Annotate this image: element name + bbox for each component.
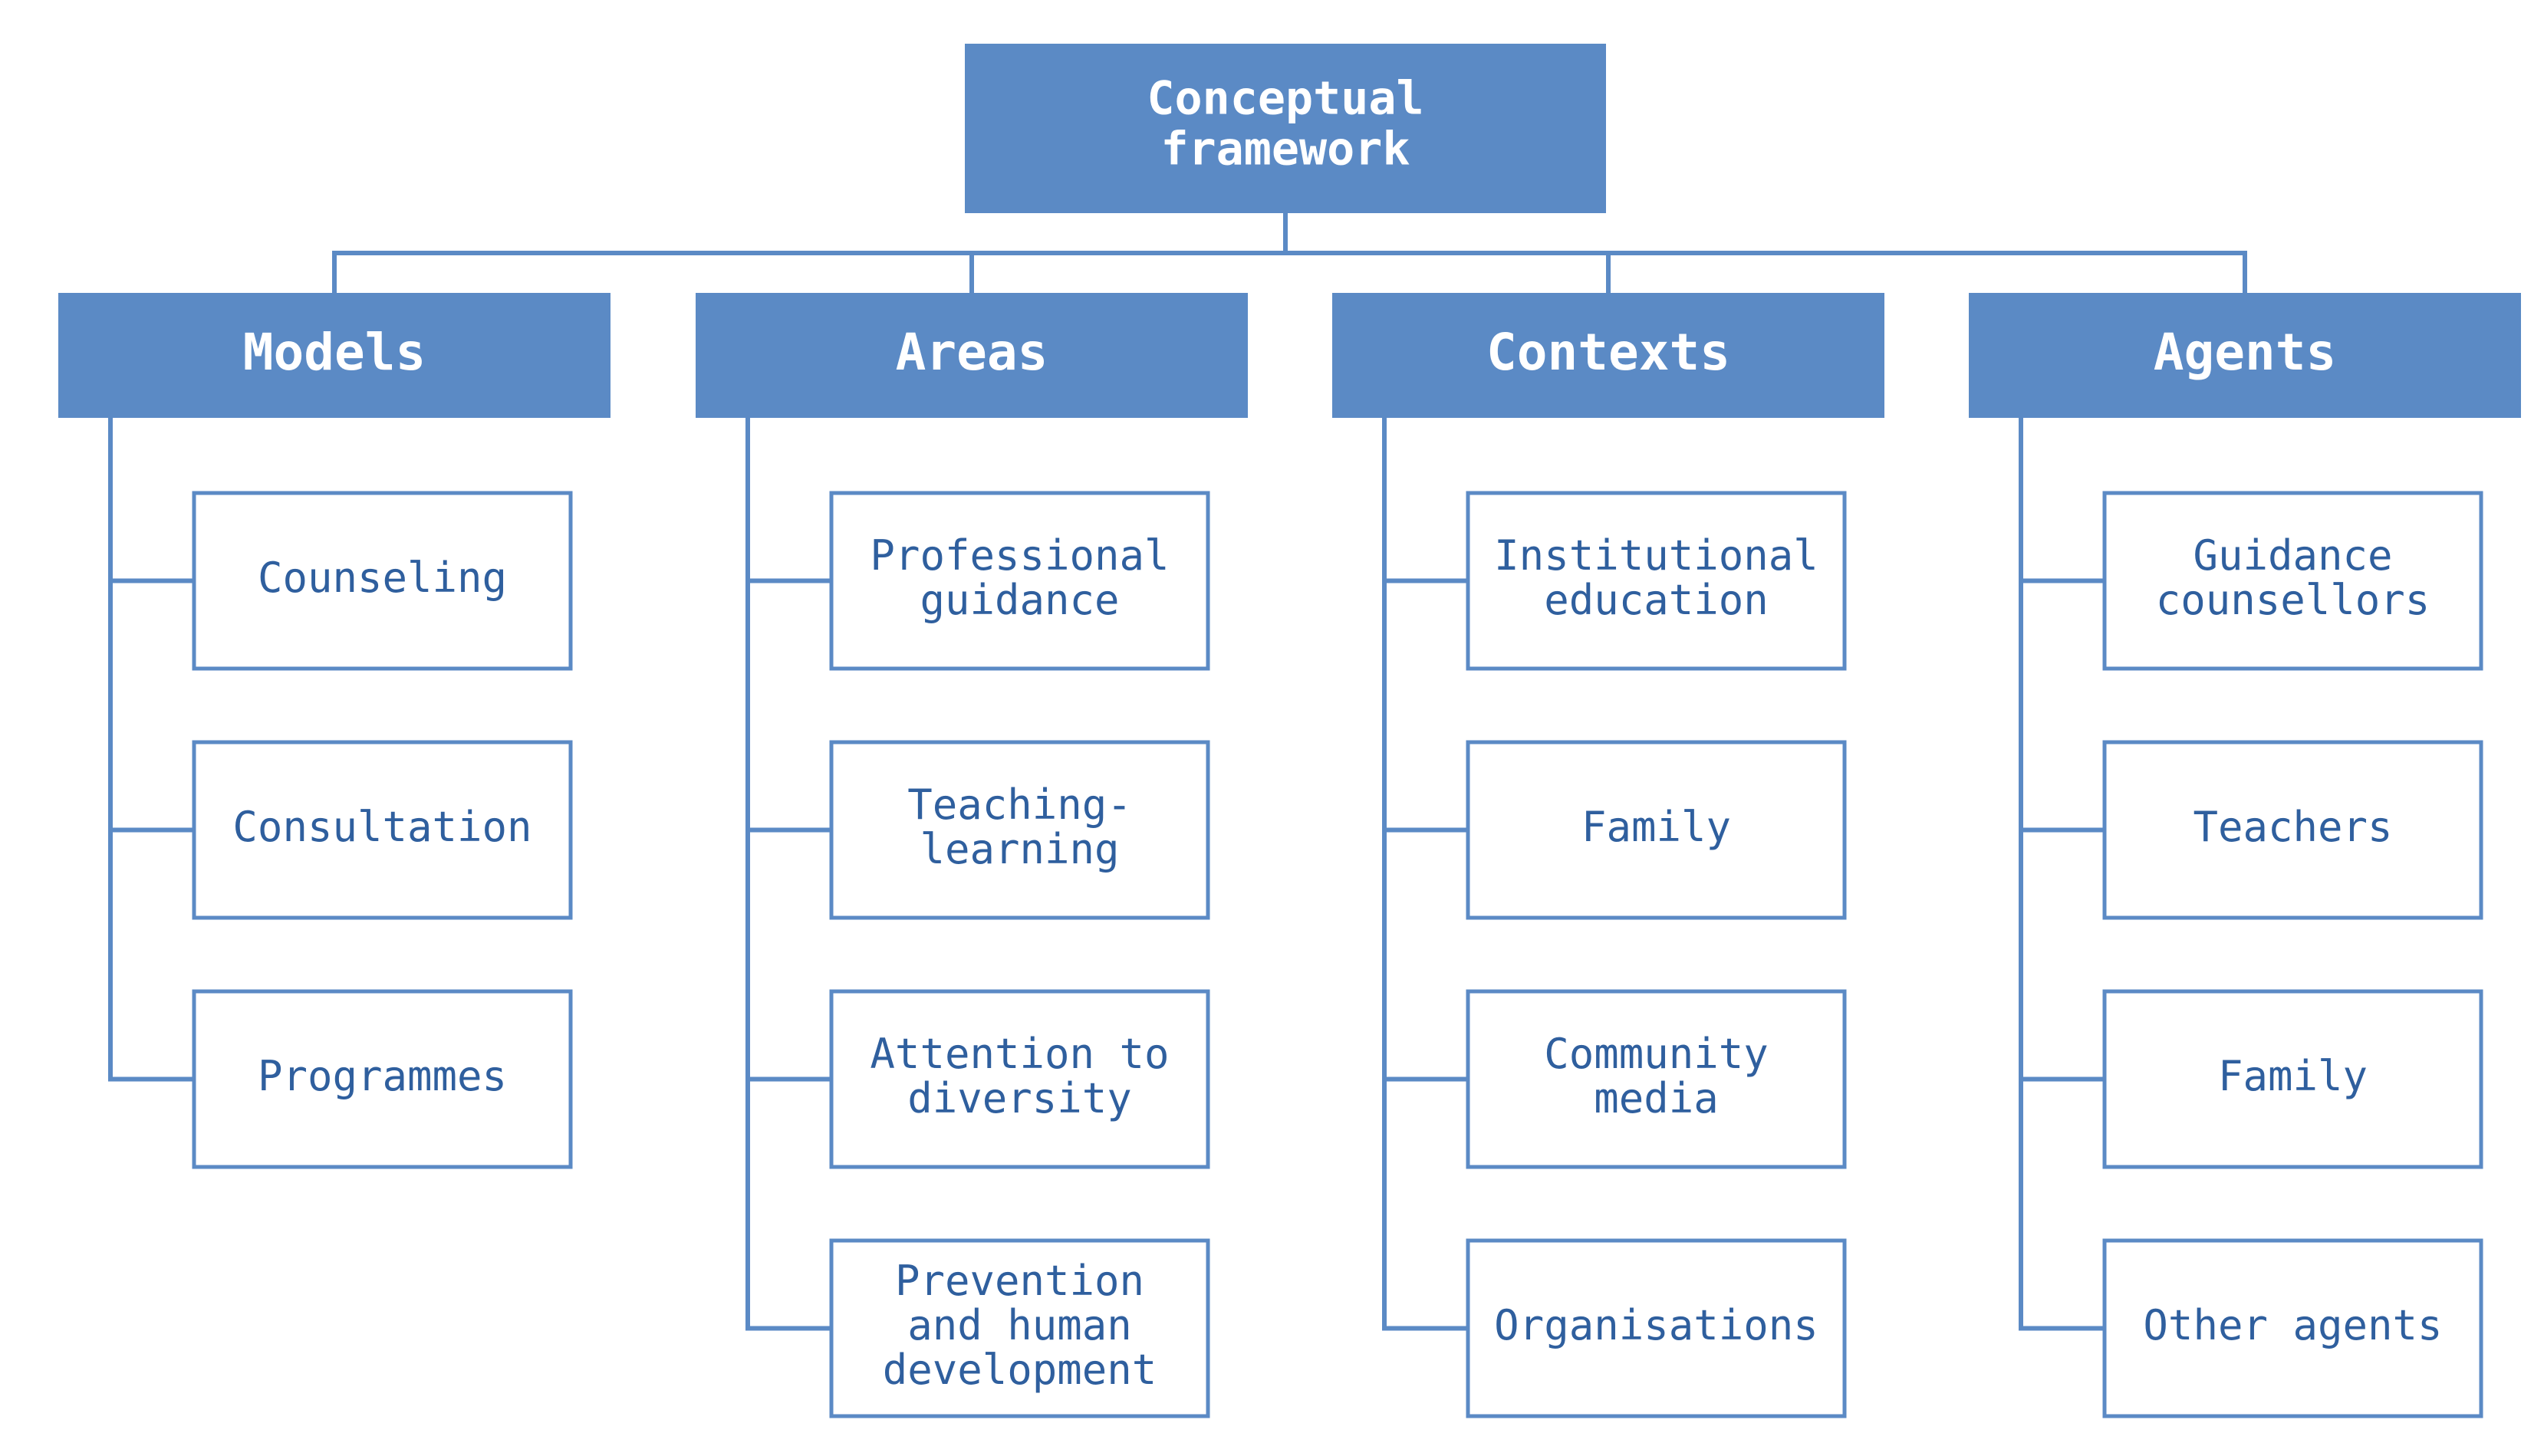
item-label: Prevention: [895, 1257, 1144, 1305]
item-box: [1466, 1238, 1847, 1418]
item-label: Community: [1544, 1030, 1769, 1078]
item-label: Teaching-: [907, 781, 1132, 829]
item-label: Family: [2218, 1052, 2368, 1100]
item-label: Guidance: [2193, 531, 2392, 580]
item-label: diversity: [907, 1074, 1132, 1122]
category-label-contexts: Contexts: [1486, 323, 1730, 382]
category-label-agents: Agents: [2154, 323, 2336, 382]
item-box: [192, 989, 573, 1169]
item-contexts-organisations: Organisations: [1466, 1238, 1847, 1418]
item-box: [2102, 1238, 2483, 1418]
item-label: education: [1544, 576, 1769, 624]
item-label: and human: [907, 1301, 1132, 1349]
item-box: [1466, 491, 1847, 671]
item-label: Family: [1581, 803, 1731, 851]
item-agents-family: Family: [2102, 989, 2483, 1169]
root-label: framework: [1160, 123, 1410, 176]
item-box: [2102, 740, 2483, 920]
item-box: [1466, 740, 1847, 920]
item-box: [2102, 491, 2483, 671]
category-areas: Areas: [696, 293, 1248, 418]
item-label: development: [883, 1346, 1157, 1394]
item-agents-teachers: Teachers: [2102, 740, 2483, 920]
item-label: Institutional: [1494, 531, 1818, 580]
category-box-areas: [696, 293, 1248, 418]
category-box-agents: [1969, 293, 2521, 418]
category-box-contexts: [1332, 293, 1884, 418]
item-label: learning: [920, 825, 1119, 873]
root-box: [965, 44, 1606, 213]
root-label: Conceptual: [1147, 72, 1423, 126]
item-agents-other-agents: Other agents: [2102, 1238, 2483, 1418]
item-label: Consultation: [232, 803, 532, 851]
item-label: media: [1594, 1074, 1719, 1122]
item-label: Other agents: [2143, 1301, 2442, 1349]
item-label: Teachers: [2193, 803, 2392, 851]
item-label: Organisations: [1494, 1301, 1818, 1349]
connector-lines: [108, 211, 2247, 1331]
item-label: guidance: [920, 576, 1119, 624]
item-label: counsellors: [2156, 576, 2430, 624]
item-label: Professional: [870, 531, 1169, 580]
item-box: [829, 740, 1210, 920]
item-areas-teaching-learning: Teaching-learning: [829, 740, 1210, 920]
category-box-models: [58, 293, 610, 418]
item-label: Counseling: [258, 554, 507, 602]
category-label-areas: Areas: [896, 323, 1048, 382]
diagram-nodes: ConceptualframeworkModelsCounselingConsu…: [58, 44, 2521, 1418]
item-contexts-family: Family: [1466, 740, 1847, 920]
category-models: Models: [58, 293, 610, 418]
item-label: Programmes: [258, 1052, 507, 1100]
item-box: [829, 989, 1210, 1169]
item-models-counseling: Counseling: [192, 491, 573, 671]
item-box: [192, 491, 573, 671]
item-box: [1466, 989, 1847, 1169]
item-box: [829, 491, 1210, 671]
category-agents: Agents: [1969, 293, 2521, 418]
item-label: Attention to: [870, 1030, 1169, 1078]
item-box: [192, 740, 573, 920]
item-models-consultation: Consultation: [192, 740, 573, 920]
category-contexts: Contexts: [1332, 293, 1884, 418]
category-label-models: Models: [243, 323, 426, 382]
item-box: [2102, 989, 2483, 1169]
item-box: [829, 1238, 1210, 1418]
item-models-programmes: Programmes: [192, 989, 573, 1169]
